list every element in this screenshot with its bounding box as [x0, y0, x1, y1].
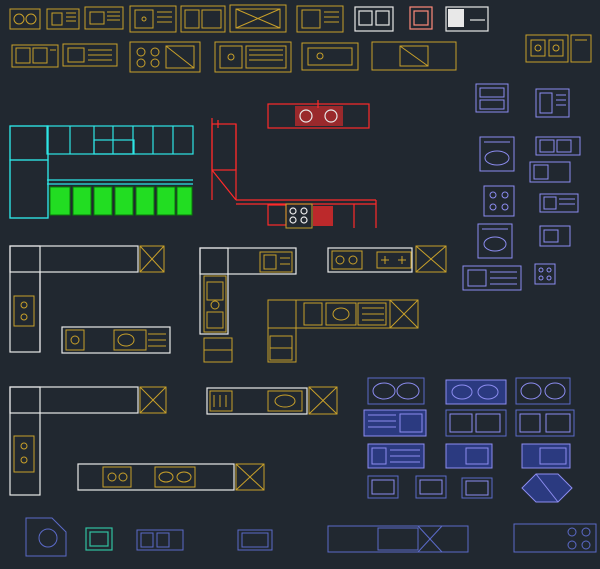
red-elevation-base[interactable] [236, 199, 377, 229]
l-shaped-kitchen-plan-1[interactable] [9, 245, 171, 354]
straight-run-lower[interactable] [77, 463, 265, 491]
base-unit-row-green[interactable] [49, 186, 193, 216]
sink-block-row-top[interactable] [9, 4, 489, 33]
wall-cabinet-elevation[interactable] [9, 125, 194, 219]
u-shaped-kitchen-plan-gold[interactable] [267, 299, 419, 363]
red-elevation-sink[interactable] [267, 100, 370, 129]
straight-run-with-hob[interactable] [327, 245, 447, 273]
bottom-row-blocks[interactable] [25, 517, 597, 557]
blue-sink-column[interactable] [462, 83, 581, 291]
l-shaped-kitchen-plan-3[interactable] [9, 386, 167, 496]
sink-grid-bottom-right[interactable] [363, 377, 575, 503]
sink-block-row-second[interactable] [11, 41, 457, 73]
red-elevation-side[interactable] [211, 118, 237, 201]
straight-run-middle-lower[interactable] [206, 386, 338, 415]
l-shaped-kitchen-plan-2[interactable] [199, 247, 297, 363]
cooktop-block-right[interactable] [525, 34, 592, 63]
